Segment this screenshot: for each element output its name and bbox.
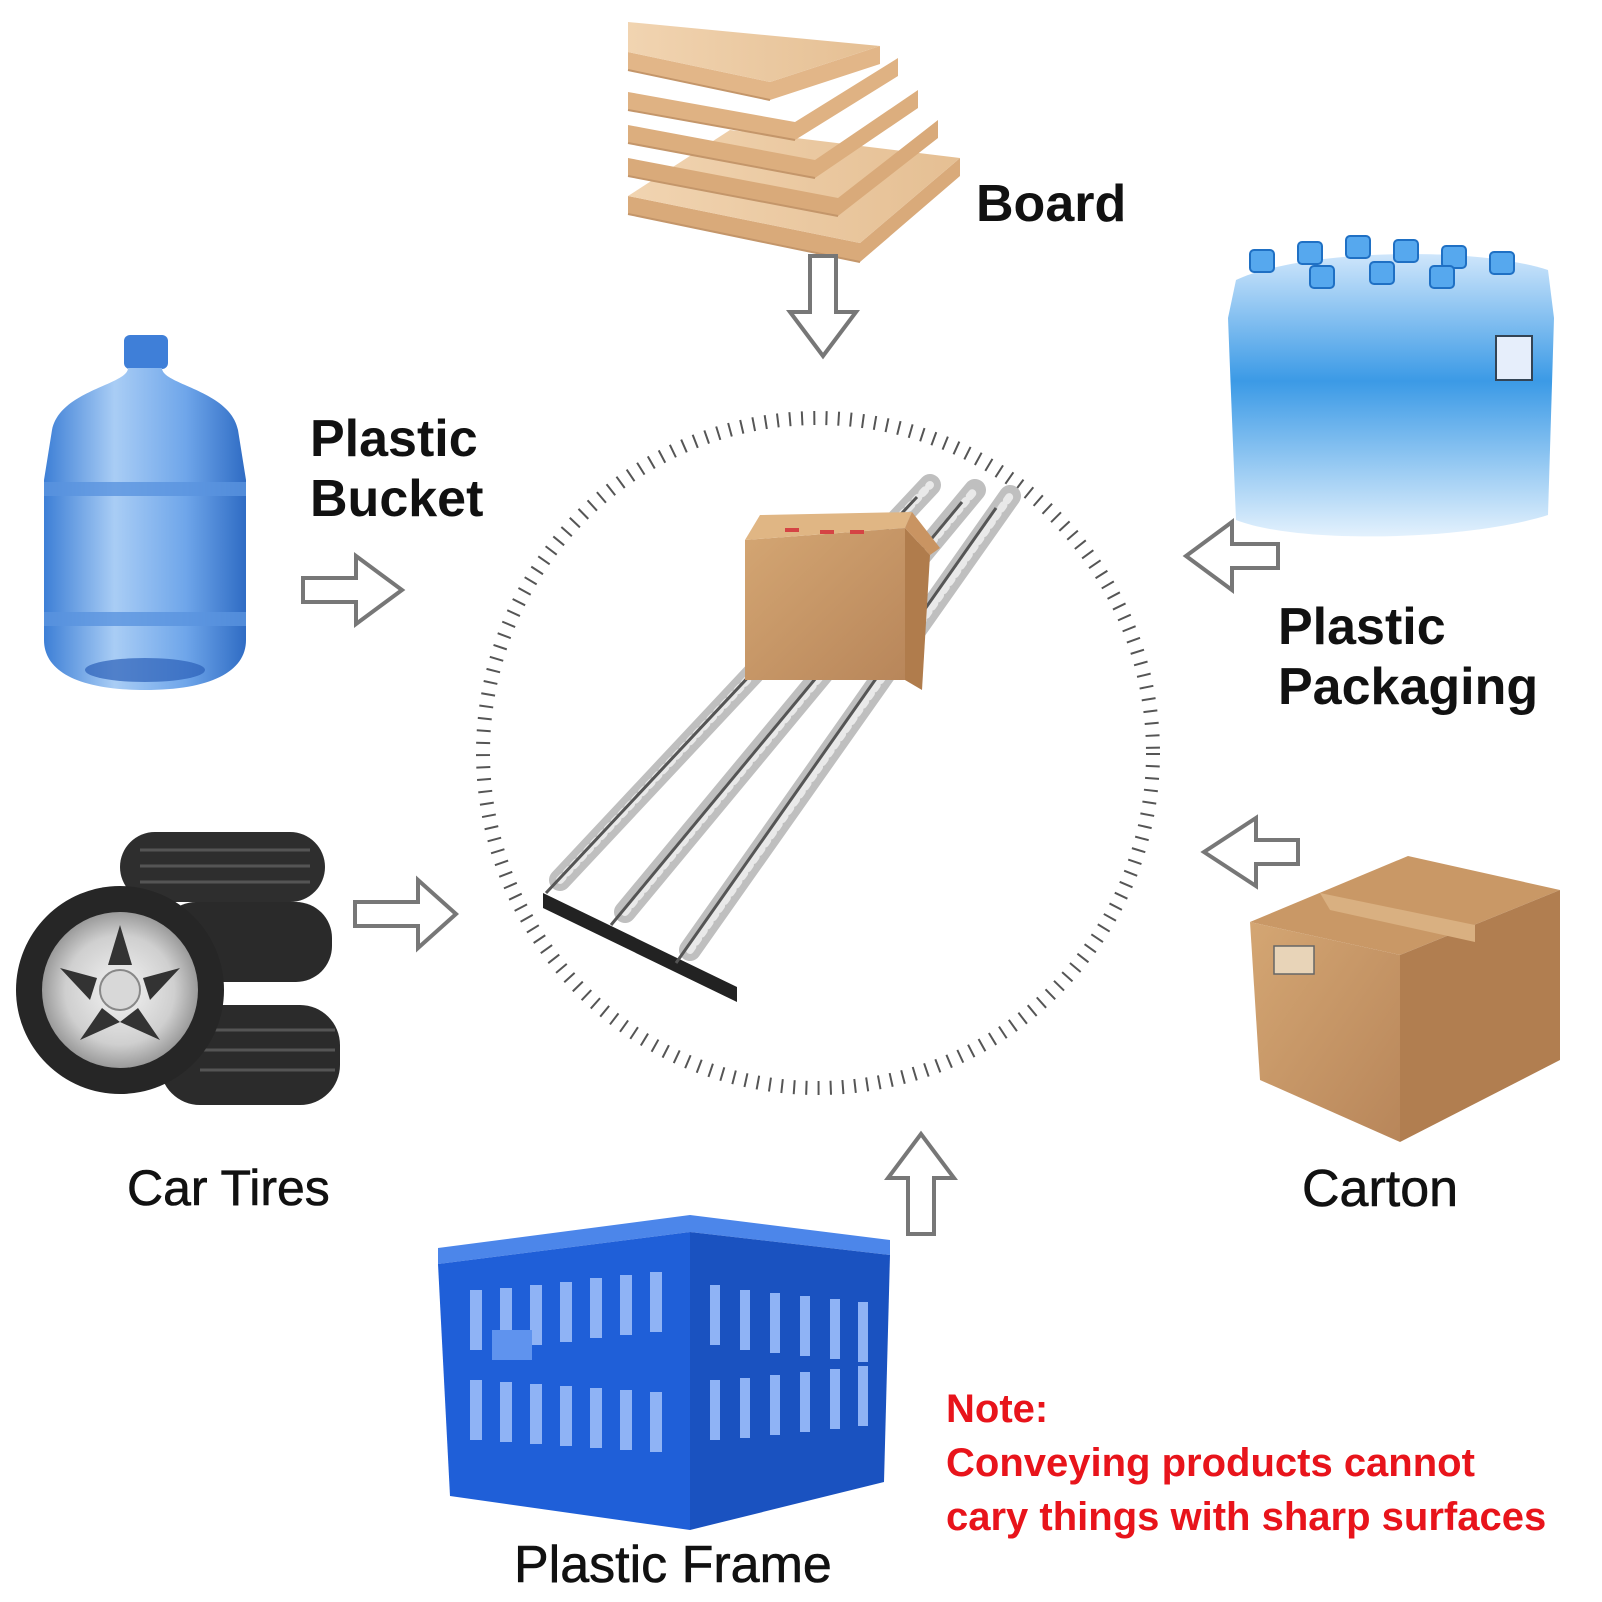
arrow-right-icon <box>353 875 459 953</box>
note-block: Note: Conveying products cannot cary thi… <box>946 1382 1546 1544</box>
label-line: Plastic <box>310 410 478 468</box>
arrow-left-icon <box>1200 814 1300 890</box>
plastic-crate-image <box>438 1215 890 1530</box>
label-plastic-frame: Plastic Frame <box>514 1536 832 1595</box>
water-jug-image <box>44 335 246 690</box>
label-board: Board <box>976 175 1127 233</box>
arrow-left-icon <box>1182 518 1280 594</box>
label-carton: Carton <box>1302 1160 1459 1219</box>
carton-box-image <box>1250 856 1560 1142</box>
wood-boards-image <box>627 22 960 263</box>
note-heading: Note: <box>946 1387 1049 1431</box>
label-line: Plastic <box>1278 598 1446 656</box>
roller-conveyor-image <box>543 474 1021 1002</box>
tires-image <box>16 832 340 1105</box>
note-line: cary things with sharp surfaces <box>946 1495 1547 1539</box>
arrow-right-icon <box>301 552 406 628</box>
label-line: Bucket <box>310 469 484 528</box>
tick-circle <box>476 411 1160 1095</box>
label-plastic-packaging: Plastic Packaging <box>1278 598 1538 718</box>
note-line: Conveying products cannot <box>946 1441 1475 1485</box>
label-car-tires: Car Tires <box>127 1160 330 1217</box>
label-line: Packaging <box>1278 657 1539 716</box>
label-plastic-bucket: Plastic Bucket <box>310 410 483 530</box>
water-pack-image <box>1228 235 1554 537</box>
arrow-down-icon <box>786 254 860 360</box>
arrow-up-icon <box>884 1130 958 1236</box>
